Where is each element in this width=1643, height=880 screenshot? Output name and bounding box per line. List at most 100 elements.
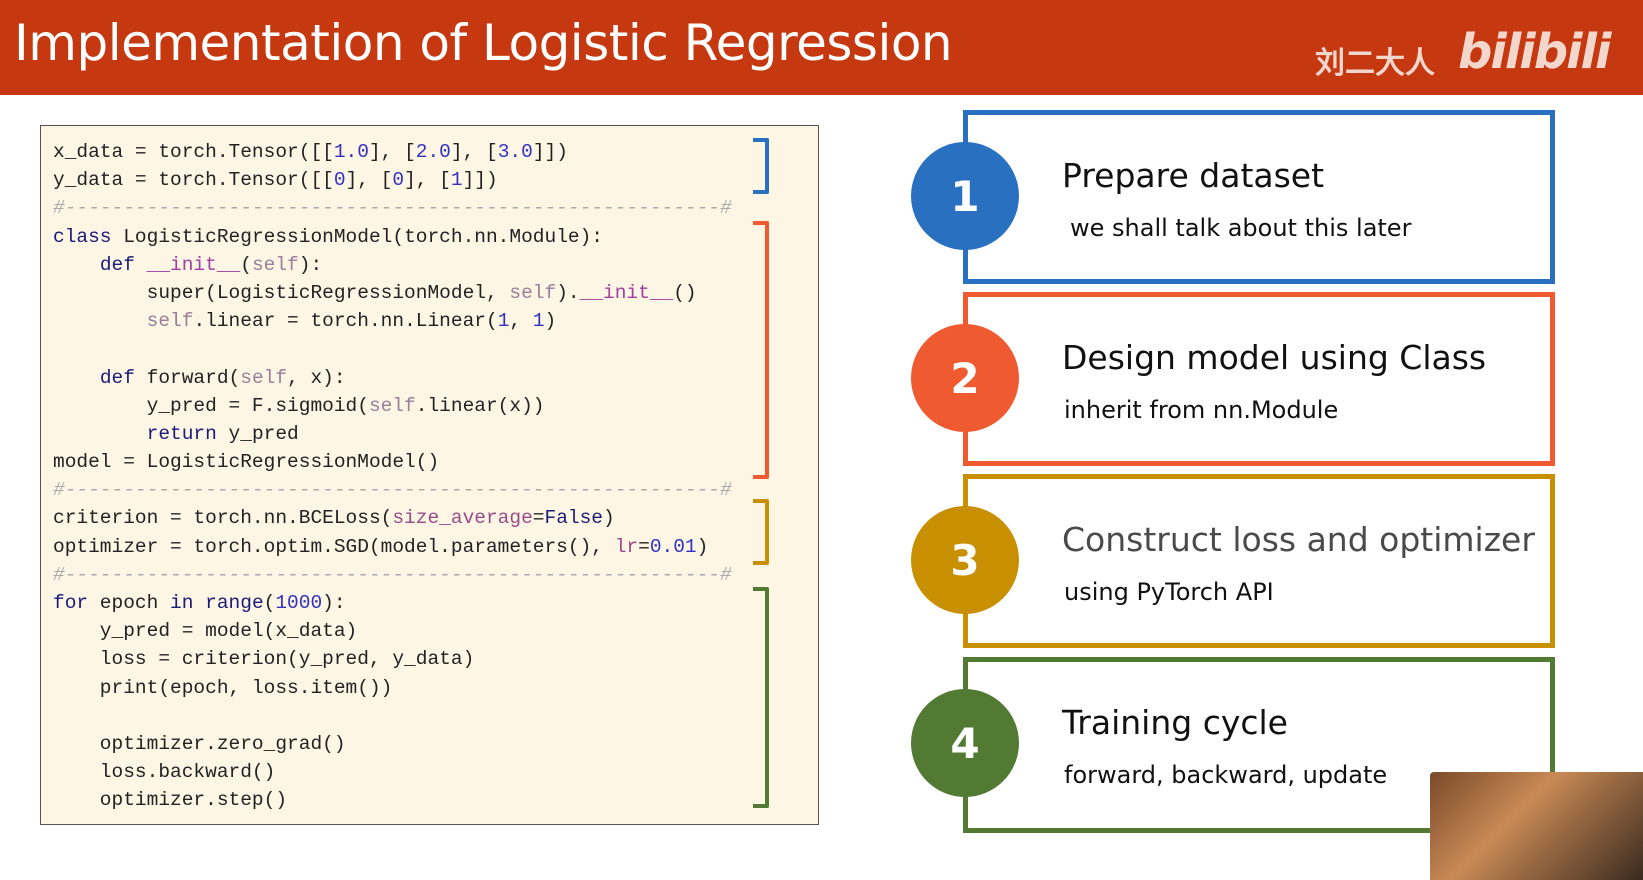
code-token: forward( xyxy=(134,366,241,389)
code-line: loss.backward() xyxy=(53,758,732,786)
code-line: #---------------------------------------… xyxy=(53,194,732,222)
code-token: 1.0 xyxy=(333,141,369,163)
code-token: ], [ xyxy=(450,141,498,163)
code-token: , x): xyxy=(287,366,346,389)
code-token: ( xyxy=(240,253,252,276)
step-title: Construct loss and optimizer xyxy=(1062,520,1535,559)
code-line xyxy=(53,702,732,730)
code-token: range xyxy=(205,592,264,614)
bracket-dataset xyxy=(753,138,769,194)
code-token: epoch xyxy=(88,592,171,614)
code-line: print(epoch, loss.item()) xyxy=(53,674,732,702)
code-line: self.linear = torch.nn.Linear(1, 1) xyxy=(53,307,732,335)
code-token: loss.backward() xyxy=(53,761,276,784)
code-line: return y_pred xyxy=(53,420,732,448)
code-token xyxy=(53,310,147,332)
step-subtitle: using PyTorch API xyxy=(1064,578,1274,606)
code-line: y_data = torch.Tensor([[0], [0], [1]]) xyxy=(53,166,732,194)
code-line: super(LogisticRegressionModel, self).__i… xyxy=(53,279,732,307)
code-token: ): xyxy=(298,253,323,276)
step-number: 2 xyxy=(950,353,980,403)
code-token: print(epoch, loss.item()) xyxy=(53,676,393,699)
step-box-3 xyxy=(963,474,1555,648)
code-line: x_data = torch.Tensor([[1.0], [2.0], [3.… xyxy=(53,138,732,166)
code-token: = xyxy=(638,535,650,558)
step-number-badge: 3 xyxy=(911,506,1019,614)
code-token: #---------------------------------------… xyxy=(53,197,732,220)
code-token: def xyxy=(99,366,135,389)
code-token: for xyxy=(53,592,89,614)
step-title: Prepare dataset xyxy=(1062,156,1325,195)
code-token: = xyxy=(532,507,545,530)
code-token: #---------------------------------------… xyxy=(53,563,732,586)
code-token: LogisticRegressionModel(torch.nn.Module)… xyxy=(111,225,603,248)
code-token: 0 xyxy=(333,169,346,192)
code-line: #---------------------------------------… xyxy=(53,476,732,504)
code-token: ], [ xyxy=(345,169,393,192)
code-token: 0.01 xyxy=(649,535,697,558)
code-token: .linear = torch.nn.Linear( xyxy=(193,310,498,333)
code-token xyxy=(53,423,147,445)
code-token: .linear(x)) xyxy=(415,394,545,417)
code-line: for epoch in range(1000): xyxy=(53,589,732,617)
code-token: self xyxy=(509,281,557,304)
step-number-badge: 2 xyxy=(911,324,1019,432)
code-token: ) xyxy=(696,535,709,558)
code-token: lr xyxy=(614,535,639,558)
code-line: class LogisticRegressionModel(torch.nn.M… xyxy=(53,223,732,251)
code-token: model = LogisticRegressionModel() xyxy=(53,451,440,474)
code-token: 1 xyxy=(450,169,463,192)
code-token: 3.0 xyxy=(497,141,533,163)
code-line: loss = criterion(y_pred, y_data) xyxy=(53,645,732,673)
step-title: Training cycle xyxy=(1062,703,1288,742)
code-line: criterion = torch.nn.BCELoss(size_averag… xyxy=(53,504,732,532)
step-number: 4 xyxy=(950,718,980,768)
code-token: __init__ xyxy=(146,253,241,276)
code-token: __init__ xyxy=(579,281,674,304)
code-line: optimizer.zero_grad() xyxy=(53,730,732,758)
step-box-1 xyxy=(963,110,1555,284)
code-token: optimizer = torch.optim.SGD(model.parame… xyxy=(53,535,615,558)
code-token xyxy=(53,367,100,389)
step-number: 3 xyxy=(950,535,980,585)
code-token: 1000 xyxy=(275,592,323,614)
webcam-overlay xyxy=(1430,772,1643,880)
code-token: self xyxy=(146,310,194,333)
code-token: False xyxy=(544,507,604,530)
code-token: super(LogisticRegressionModel, xyxy=(53,281,510,304)
step-subtitle: inherit from nn.Module xyxy=(1064,396,1339,424)
code-line: def __init__(self): xyxy=(53,251,732,279)
code-token: optimizer.zero_grad() xyxy=(53,732,346,755)
code-token: #---------------------------------------… xyxy=(53,479,732,502)
code-line xyxy=(53,335,732,363)
code-token: ], [ xyxy=(404,169,451,192)
code-token: criterion = torch.nn.BCELoss( xyxy=(53,507,393,530)
code-token: y_data = torch.Tensor([[ xyxy=(53,169,334,192)
code-token xyxy=(53,254,100,276)
code-token: self xyxy=(240,366,288,389)
code-line: optimizer = torch.optim.SGD(model.parame… xyxy=(53,533,732,561)
slide-title: Implementation of Logistic Regression xyxy=(14,14,953,72)
code-token: self xyxy=(368,394,416,417)
step-number-badge: 1 xyxy=(911,142,1019,250)
code-token: 1 xyxy=(532,310,545,333)
author-watermark: 刘二大人 xyxy=(1315,46,1435,81)
code-token: ]]) xyxy=(532,141,568,163)
code-token: 0 xyxy=(392,169,405,192)
code-line: def forward(self, x): xyxy=(53,364,732,392)
bracket-training xyxy=(753,587,769,808)
code-token: self xyxy=(251,253,299,276)
code-token: ) xyxy=(544,310,557,333)
code-token: def xyxy=(99,253,135,276)
step-subtitle: forward, backward, update xyxy=(1064,761,1388,789)
code-token xyxy=(193,592,205,614)
code-token: return xyxy=(146,422,217,445)
slide-header: Implementation of Logistic Regression 刘二… xyxy=(0,0,1643,95)
code-token: ): xyxy=(322,592,346,614)
code-token: 1 xyxy=(497,310,510,333)
step-number: 1 xyxy=(950,171,980,221)
code-token: y_pred = F.sigmoid( xyxy=(53,394,369,417)
code-token: ). xyxy=(556,281,580,304)
code-token: in xyxy=(170,592,194,614)
code-token: x_data = torch.Tensor([[ xyxy=(53,141,334,163)
